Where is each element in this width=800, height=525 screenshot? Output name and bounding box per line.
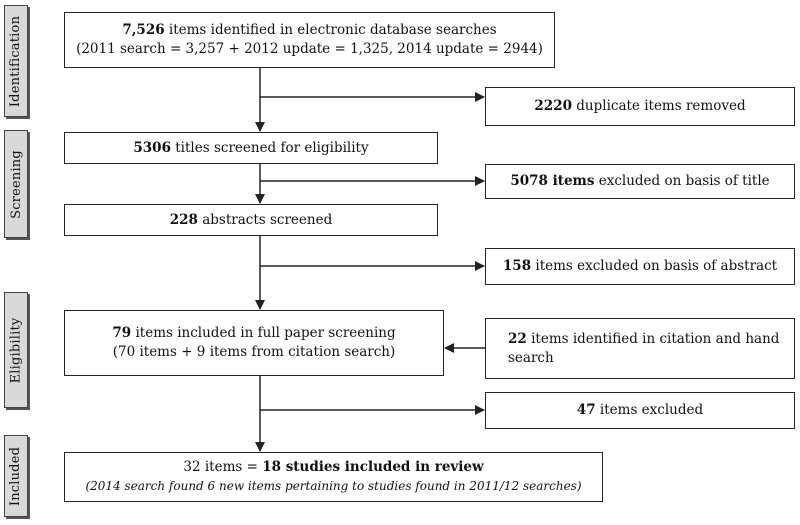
title-excluded-count: 5078 items [510, 173, 595, 189]
included-studies: 18 studies included in review [262, 459, 484, 475]
fullpaper-box: 79 items included in full paper screenin… [64, 310, 444, 376]
phase-screening: Screening [4, 130, 28, 238]
title-excluded-box: 5078 items excluded on basis of title [485, 164, 795, 199]
phase-eligibility: Eligibility [4, 292, 28, 408]
citation-text: items identified in citation and hand [526, 330, 780, 347]
phase-included: Included [4, 435, 28, 517]
excluded47-text: items excluded [595, 402, 704, 418]
titles-count: 5306 [133, 139, 171, 156]
abstract-excluded-box: 158 items excluded on basis of abstract [485, 248, 795, 285]
citation-count: 22 [508, 330, 527, 347]
phase-identification: Identification [4, 5, 28, 117]
citation-text-line2: search [508, 349, 554, 366]
fullpaper-count: 79 [112, 325, 132, 341]
duplicates-text: duplicate items removed [571, 98, 746, 114]
abstracts-text: abstracts screened [197, 211, 333, 228]
phase-screening-label: Screening [8, 149, 24, 219]
phase-identification-label: Identification [8, 15, 24, 107]
titles-text: titles screened for eligibility [170, 139, 369, 156]
identified-box: 7,526 items identified in electronic dat… [64, 12, 555, 68]
abstract-excluded-count: 158 [502, 258, 532, 274]
included-text: 32 items = [183, 459, 263, 475]
phase-included-label: Included [8, 446, 24, 506]
excluded47-box: 47 items excluded [485, 392, 795, 429]
titles-box: 5306 titles screened for eligibility [64, 132, 438, 164]
abstract-excluded-text: items excluded on basis of abstract [531, 258, 778, 274]
excluded47-count: 47 [576, 402, 596, 418]
identified-count: 7,526 [122, 22, 165, 38]
fullpaper-text: items included in full paper screening [131, 325, 396, 341]
duplicates-count: 2220 [534, 98, 572, 114]
fullpaper-breakdown: (70 items + 9 items from citation search… [112, 344, 396, 360]
abstracts-box: 228 abstracts screened [64, 204, 438, 236]
phase-eligibility-label: Eligibility [8, 317, 24, 383]
abstracts-count: 228 [169, 211, 198, 228]
identified-text: items identified in electronic database … [164, 22, 497, 38]
identified-breakdown: (2011 search = 3,257 + 2012 update = 1,3… [76, 41, 543, 57]
title-excluded-text: excluded on basis of title [594, 173, 770, 189]
duplicates-box: 2220 duplicate items removed [485, 87, 795, 126]
included-note: (2014 search found 6 new items pertainin… [85, 479, 582, 493]
included-box: 32 items = 18 studies included in review… [64, 452, 603, 502]
citation-box: 22 items identified in citation and hand… [485, 318, 795, 379]
